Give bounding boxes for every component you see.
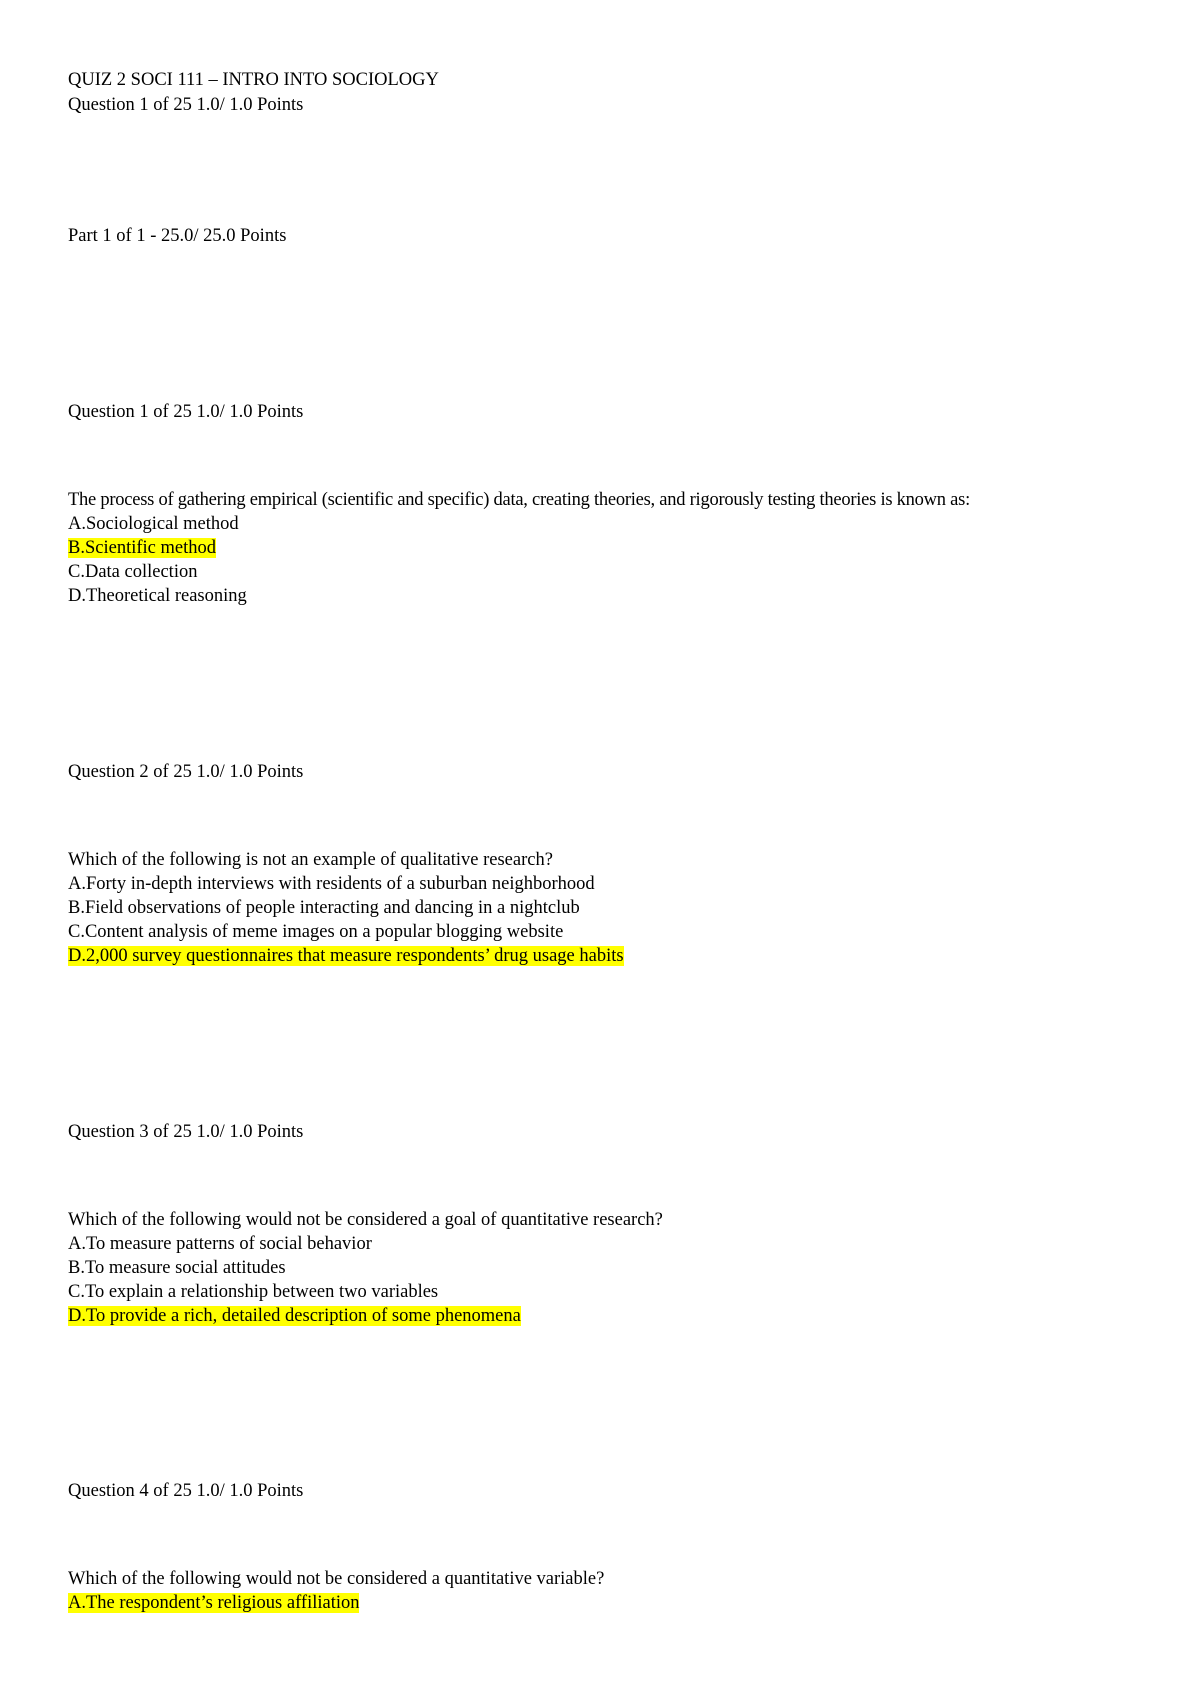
answer-option: D.Theoretical reasoning <box>68 584 247 608</box>
answer-option-selected: A.The respondent’s religious affiliation <box>68 1591 360 1615</box>
answer-option: C.To explain a relationship between two … <box>68 1280 438 1304</box>
option-label-highlighted: D.2,000 survey questionnaires that measu… <box>68 946 624 966</box>
question-header: Question 4 of 25 1.0/ 1.0 Points <box>68 1481 304 1501</box>
option-label-highlighted: D.To provide a rich, detailed descriptio… <box>68 1306 521 1326</box>
question-prompt: Which of the following is not an example… <box>68 850 553 870</box>
document-title: QUIZ 2 SOCI 111 – INTRO INTO SOCIOLOGY <box>68 70 439 90</box>
option-label: B.To measure social attitudes <box>68 1258 286 1278</box>
document-subtitle: Question 1 of 25 1.0/ 1.0 Points <box>68 95 304 115</box>
question-header: Question 2 of 25 1.0/ 1.0 Points <box>68 762 304 782</box>
answer-option-selected: D.2,000 survey questionnaires that measu… <box>68 944 624 968</box>
question-prompt: Which of the following would not be cons… <box>68 1569 605 1589</box>
option-label: A.Sociological method <box>68 514 239 534</box>
option-label: C.To explain a relationship between two … <box>68 1282 439 1302</box>
option-label-highlighted: A.The respondent’s religious affiliation <box>68 1593 360 1613</box>
answer-option-selected: B.Scientific method <box>68 536 216 560</box>
question-prompt: Which of the following would not be cons… <box>68 1210 663 1230</box>
answer-option: B.To measure social attitudes <box>68 1256 286 1280</box>
option-label-highlighted: B.Scientific method <box>68 538 216 558</box>
answer-option: A.Forty in-depth interviews with residen… <box>68 872 595 896</box>
answer-option-selected: D.To provide a rich, detailed descriptio… <box>68 1304 521 1328</box>
answer-option: A.To measure patterns of social behavior <box>68 1232 372 1256</box>
part-header: Part 1 of 1 - 25.0/ 25.0 Points <box>68 226 287 246</box>
option-label: C.Data collection <box>68 562 198 582</box>
option-label: C.Content analysis of meme images on a p… <box>68 922 564 942</box>
answer-option: A.Sociological method <box>68 512 239 536</box>
question-header: Question 3 of 25 1.0/ 1.0 Points <box>68 1122 304 1142</box>
option-label: A.Forty in-depth interviews with residen… <box>68 874 595 894</box>
answer-option: C.Content analysis of meme images on a p… <box>68 920 563 944</box>
question-prompt: The process of gathering empirical (scie… <box>68 490 970 510</box>
option-label: A.To measure patterns of social behavior <box>68 1234 372 1254</box>
answer-option: B.Field observations of people interacti… <box>68 896 580 920</box>
option-label: B.Field observations of people interacti… <box>68 898 580 918</box>
question-header: Question 1 of 25 1.0/ 1.0 Points <box>68 402 304 422</box>
option-label: D.Theoretical reasoning <box>68 586 247 606</box>
answer-option: C.Data collection <box>68 560 197 584</box>
